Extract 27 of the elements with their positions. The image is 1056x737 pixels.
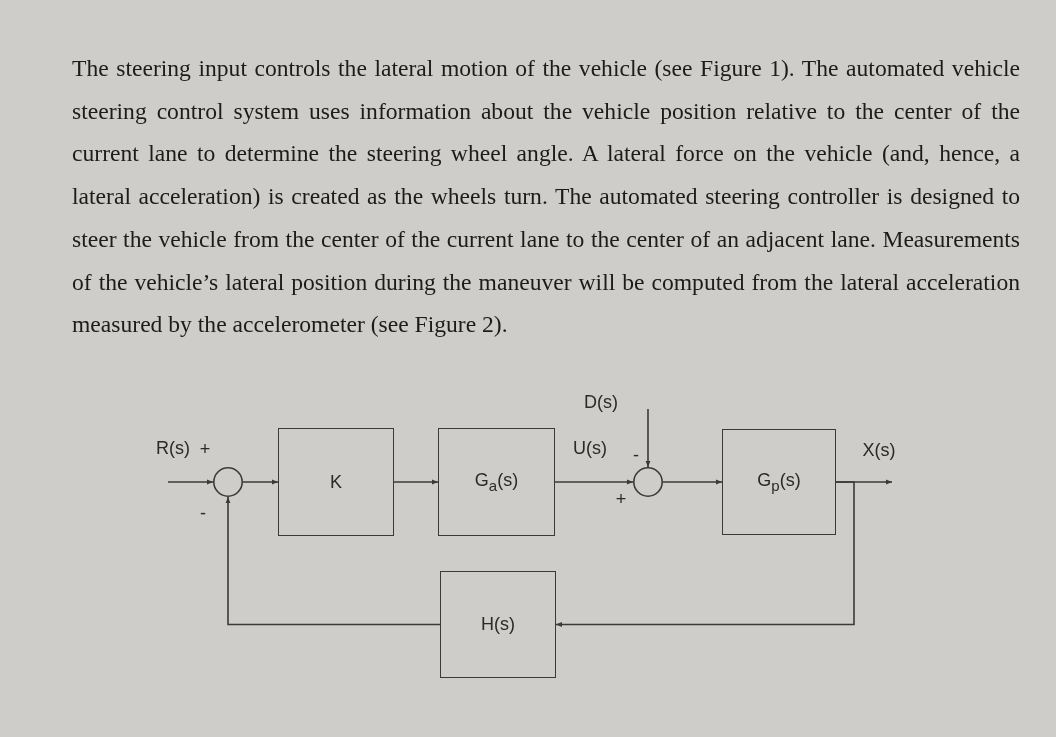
signal-arrow [645,408,651,468]
signal-arrow [554,479,634,485]
signal-label: X(s) [862,439,896,461]
transfer-function-block [722,429,836,535]
transfer-function-block [278,428,394,536]
signal-arrow [242,479,279,485]
paragraph-text: The steering input controls the lateral motion of the vehicle (see Figure 1). The automated vehicle steering control system uses information about the vehicle position relative to the center of the current lane to determine the steering wheel angle. A lateral force on the vehicle (and, hence, a lateral acceleration) is created as the wheels turn. The automated steering controller is designed to steer the vehicle from the center of the current lane to the center of an adjacent lane. Measurements of the vehicle’s lateral position during the maneuver will be computed from the lateral acceleration measured by the accelerometer (see Figure 2). [72,54,1020,340]
signal-arrow [393,479,439,485]
sign-label: - [200,502,206,524]
signal-label: D(s) [584,391,618,413]
signal-arrow [167,479,214,485]
signal-label: R(s) [156,437,190,459]
sign-label: + [199,438,211,460]
sign-label: - [633,444,639,466]
block-label: G$_{a}$(s) [474,470,519,494]
transfer-function-block [440,571,556,678]
block-label: G$_{p}$(s) [757,470,801,494]
summing-junction [213,467,243,497]
signal-label: U(s) [573,437,607,459]
signal-arrow [225,496,441,626]
sign-label: + [615,488,627,510]
block-label: H(s) [481,614,515,635]
signal-arrow [555,481,855,627]
block-label: K [330,471,342,493]
transfer-function-block [438,428,555,536]
summing-junction [633,467,663,497]
signal-arrow [662,479,723,485]
